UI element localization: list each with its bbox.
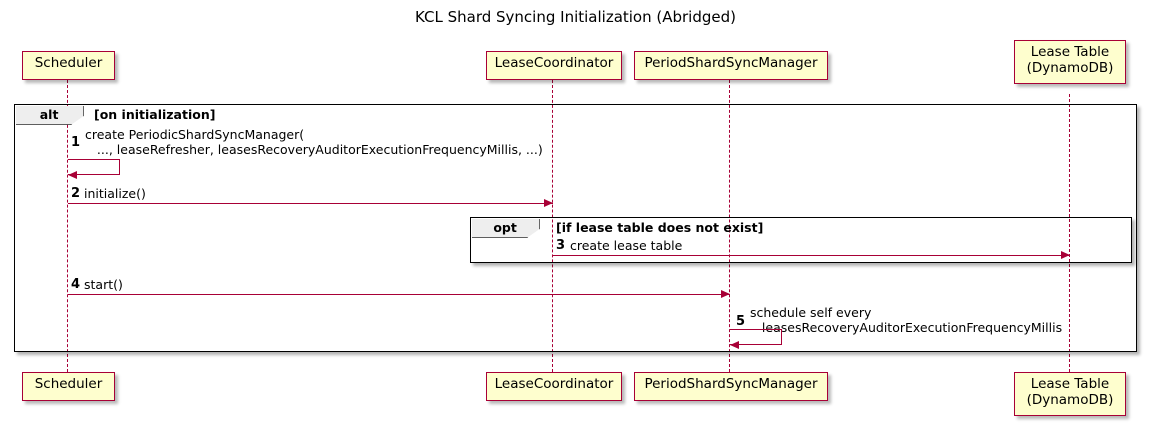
participant-psm-footer[interactable]: PeriodShardSyncManager bbox=[634, 372, 828, 401]
fragment-alt-condition: [on initialization] bbox=[94, 107, 216, 122]
message-4-line bbox=[68, 294, 730, 295]
message-4-label: start() bbox=[84, 277, 123, 292]
participant-lease_table-header[interactable]: Lease Table (DynamoDB) bbox=[1014, 40, 1126, 84]
message-5-label: schedule self every leasesRecoveryAudito… bbox=[750, 305, 1063, 335]
message-2-line bbox=[68, 203, 553, 204]
message-5-self-loop bbox=[730, 329, 782, 345]
message-3-label: create lease table bbox=[570, 238, 683, 253]
scheduler-lifeline bbox=[67, 80, 69, 372]
participant-lease_table-footer[interactable]: Lease Table (DynamoDB) bbox=[1014, 372, 1126, 416]
message-2-arrowhead bbox=[544, 198, 553, 207]
message-4-number: 4 bbox=[71, 277, 81, 292]
message-2-label: initialize() bbox=[84, 186, 146, 201]
message-3-line bbox=[553, 255, 1070, 256]
fragment-opt bbox=[470, 217, 1132, 263]
participant-lease_coord-footer[interactable]: LeaseCoordinator bbox=[486, 372, 622, 401]
message-1-label: create PeriodicShardSyncManager( ..., le… bbox=[85, 127, 543, 157]
fragment-alt bbox=[14, 104, 1137, 352]
lease_table-lifeline bbox=[1069, 94, 1071, 372]
participant-scheduler-header[interactable]: Scheduler bbox=[22, 51, 115, 80]
participant-scheduler-footer[interactable]: Scheduler bbox=[22, 372, 115, 401]
message-4-arrowhead bbox=[721, 289, 730, 298]
fragment-opt-operator: opt bbox=[471, 218, 540, 238]
psm-lifeline bbox=[729, 80, 731, 372]
message-5-number: 5 bbox=[736, 314, 746, 329]
participant-lease_coord-header[interactable]: LeaseCoordinator bbox=[486, 51, 622, 80]
diagram-title: KCL Shard Syncing Initialization (Abridg… bbox=[415, 8, 736, 26]
message-5-arrowhead bbox=[730, 340, 739, 349]
message-3-number: 3 bbox=[556, 238, 566, 253]
fragment-alt-operator: alt bbox=[15, 105, 84, 125]
message-1-number: 1 bbox=[71, 135, 81, 150]
fragment-opt-condition: [if lease table does not exist] bbox=[556, 220, 764, 235]
lease_coord-lifeline bbox=[552, 80, 554, 372]
message-2-number: 2 bbox=[71, 186, 81, 201]
message-3-arrowhead bbox=[1061, 250, 1070, 259]
message-1-self-loop bbox=[68, 159, 120, 175]
participant-psm-header[interactable]: PeriodShardSyncManager bbox=[634, 51, 828, 80]
message-1-arrowhead bbox=[68, 170, 77, 179]
